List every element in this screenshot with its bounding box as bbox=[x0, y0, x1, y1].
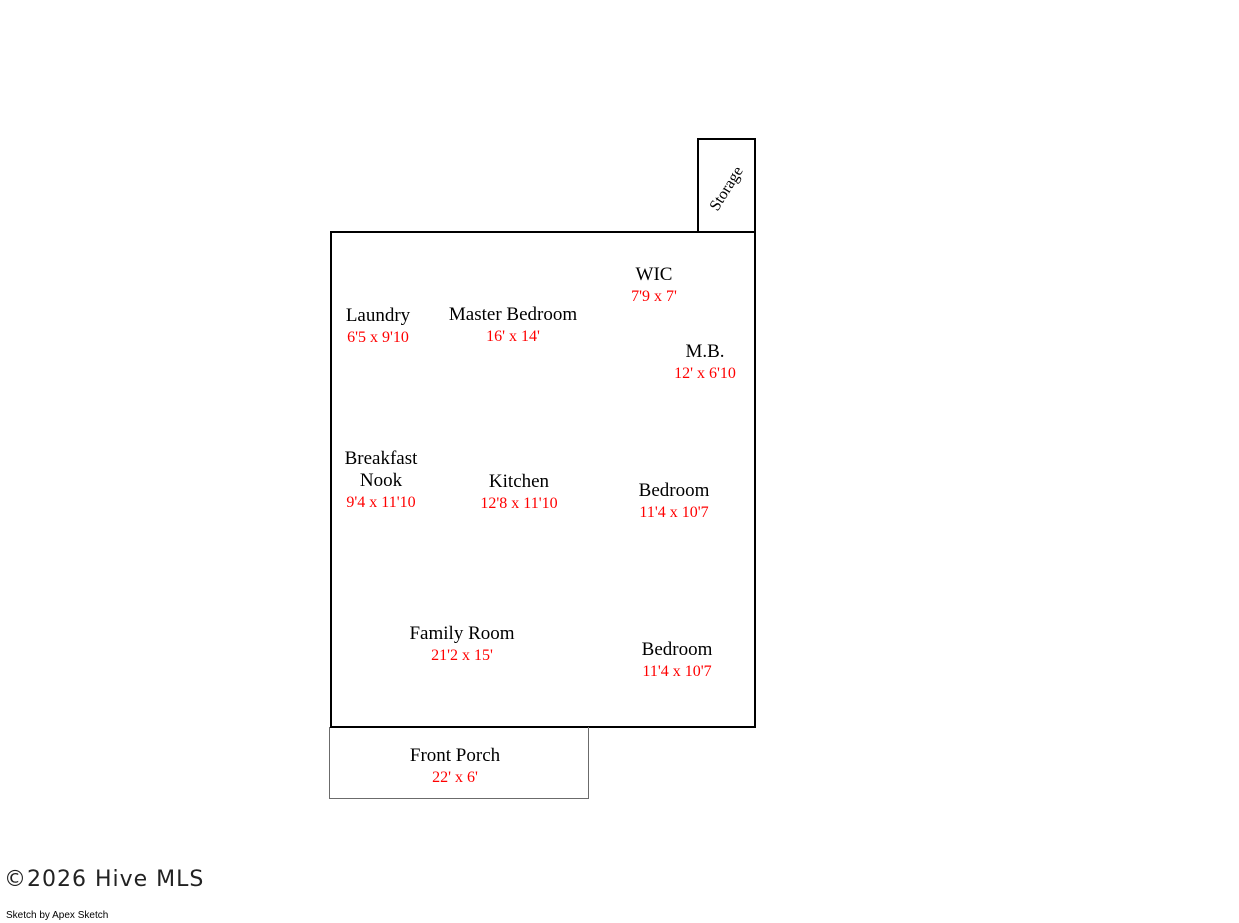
room-dimensions: 12' x 6'10 bbox=[674, 365, 736, 382]
house-outline bbox=[330, 231, 756, 728]
room-laundry: Laundry 6'5 x 9'10 bbox=[346, 305, 410, 349]
room-dimensions: 9'4 x 11'10 bbox=[346, 494, 416, 511]
room-dimensions: 11'4 x 10'7 bbox=[639, 504, 709, 521]
room-front-porch: Front Porch 22' x 6' bbox=[410, 745, 500, 789]
room-name: Family Room bbox=[409, 623, 515, 644]
room-dimensions: 22' x 6' bbox=[432, 769, 478, 786]
room-dimensions: 6'5 x 9'10 bbox=[347, 329, 409, 346]
room-bedroom-2: Bedroom 11'4 x 10'7 bbox=[642, 639, 713, 683]
room-name: Bedroom bbox=[641, 639, 713, 660]
room-name: Bedroom bbox=[638, 480, 710, 501]
storage-outline bbox=[697, 138, 756, 233]
copyright-watermark: ©2026 Hive MLS bbox=[4, 867, 205, 892]
sketch-credit: Sketch by Apex Sketch bbox=[6, 910, 109, 921]
room-master-bedroom: Master Bedroom 16' x 14' bbox=[449, 304, 577, 348]
room-master-bath: M.B. 12' x 6'10 bbox=[674, 341, 736, 385]
room-name: M.B. bbox=[685, 341, 725, 362]
front-porch-outline bbox=[329, 727, 589, 799]
room-name-line1: Breakfast bbox=[344, 448, 418, 469]
room-family-room: Family Room 21'2 x 15' bbox=[409, 623, 514, 667]
room-name: WIC bbox=[635, 264, 673, 285]
room-bedroom-1: Bedroom 11'4 x 10'7 bbox=[639, 480, 710, 524]
room-name: Kitchen bbox=[488, 471, 550, 492]
room-wic: WIC 7'9 x 7' bbox=[631, 264, 677, 308]
room-dimensions: 12'8 x 11'10 bbox=[480, 495, 558, 512]
room-dimensions: 7'9 x 7' bbox=[631, 288, 677, 305]
room-breakfast-nook: Breakfast Nook 9'4 x 11'10 bbox=[345, 448, 418, 514]
room-dimensions: 16' x 14' bbox=[486, 328, 540, 345]
room-dimensions: 21'2 x 15' bbox=[431, 647, 493, 664]
room-name-line2: Nook bbox=[359, 470, 403, 491]
room-name: Front Porch bbox=[409, 745, 501, 766]
room-kitchen: Kitchen 12'8 x 11'10 bbox=[480, 471, 557, 515]
room-name: Master Bedroom bbox=[448, 304, 578, 325]
room-dimensions: 11'4 x 10'7 bbox=[642, 663, 712, 680]
room-name: Laundry bbox=[345, 305, 411, 326]
